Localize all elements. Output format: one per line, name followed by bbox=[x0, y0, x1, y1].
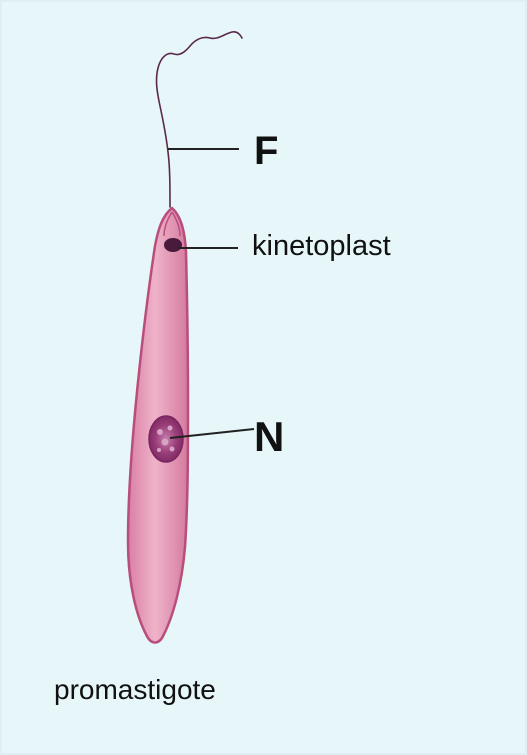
kinetoplast bbox=[164, 238, 182, 252]
diagram-caption: promastigote bbox=[54, 676, 216, 704]
nucleus-label: N bbox=[254, 416, 284, 458]
kinetoplast-label: kinetoplast bbox=[252, 232, 391, 261]
flagellum-label: F bbox=[254, 131, 278, 171]
flagellum bbox=[157, 32, 242, 207]
